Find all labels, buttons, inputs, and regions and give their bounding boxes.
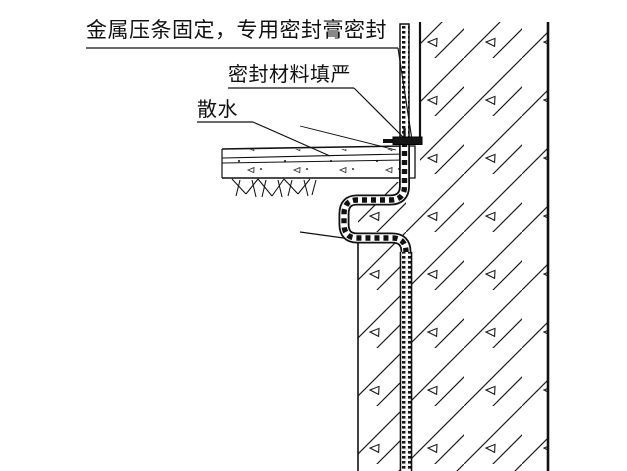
concrete-wall-hatch bbox=[358, 22, 548, 471]
apron-slab bbox=[221, 145, 416, 179]
label-apron: 散水 bbox=[197, 97, 238, 121]
earth-hatch bbox=[231, 178, 317, 198]
label-sealant-material: 密封材料填严 bbox=[228, 62, 351, 86]
leader-lines bbox=[86, 47, 413, 157]
label-metal-pressure-strip: 金属压条固定，专用密封膏密封 bbox=[86, 18, 387, 42]
waterproof-membrane bbox=[338, 23, 413, 471]
